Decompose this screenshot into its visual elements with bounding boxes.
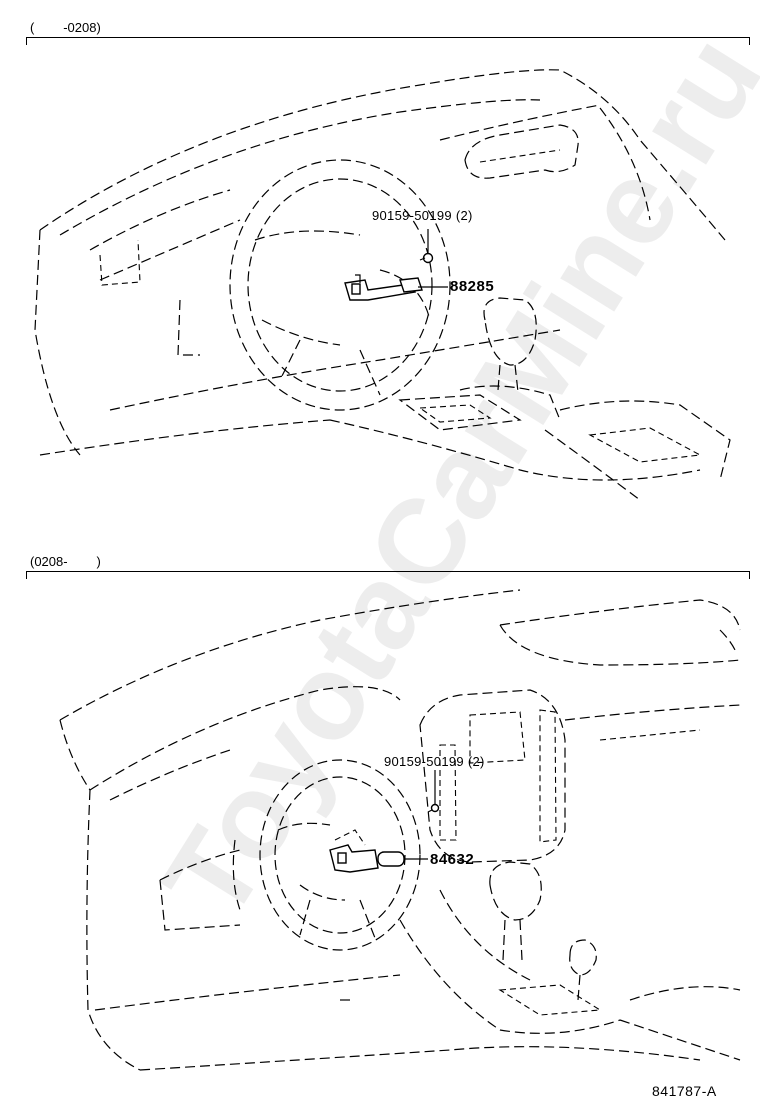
bolt-part-2-drawing xyxy=(427,770,440,813)
dashboard-illustration-1 xyxy=(34,69,731,501)
section1-rule-right-tick xyxy=(749,37,750,45)
section2-rule xyxy=(26,571,750,572)
switch-part-number-1: 88285 xyxy=(450,278,495,295)
section1-rule xyxy=(26,37,750,38)
figure-id: 841787-A xyxy=(652,1083,717,1099)
switch-part-number-2: 84632 xyxy=(430,851,475,868)
bolt-part-number-2: 90159-50199 (2) xyxy=(384,754,485,769)
section1-rule-left-tick xyxy=(26,37,27,45)
section2-range-label: (0208- ) xyxy=(30,554,101,569)
switch-part-84632-drawing xyxy=(329,829,405,873)
bolt-part-1-drawing xyxy=(419,229,434,264)
section2-rule-right-tick xyxy=(749,571,750,579)
dashboard-illustration-2 xyxy=(59,589,741,1071)
section1-range-label: ( -0208) xyxy=(30,20,101,35)
section2-rule-left-tick xyxy=(26,571,27,579)
switch-part-88285-drawing xyxy=(344,274,423,301)
bolt-part-number-1: 90159-50199 (2) xyxy=(372,208,473,223)
